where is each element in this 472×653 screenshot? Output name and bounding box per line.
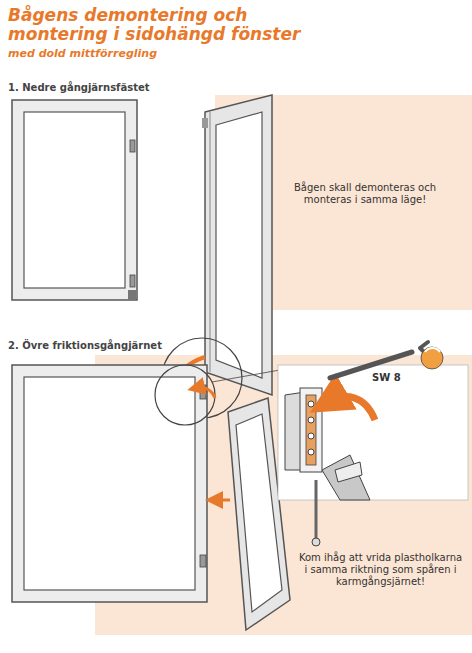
detail-leader (212, 370, 280, 382)
section-heading: 2. Övre friktionsgångjärnet (8, 340, 308, 351)
window-frame-2 (12, 365, 207, 602)
hinge-detail (278, 342, 468, 546)
note-text: Bågen skall demonteras och monteras i sa… (290, 182, 440, 206)
subtitle: med dold mittförregling (8, 47, 308, 60)
section-heading: 1. Nedre gångjärnsfästet (8, 82, 268, 93)
tool-size: SW 8 (372, 372, 432, 383)
window-sash-1 (202, 95, 272, 395)
arrow-side (214, 499, 230, 502)
window-frame-1 (12, 100, 137, 300)
arrow-top (196, 387, 215, 398)
detail-circle-2 (155, 365, 215, 425)
lower-hinge (128, 290, 136, 300)
rotation-icon (421, 347, 443, 369)
page-title: Bågens demontering och montering i sidoh… (8, 6, 338, 44)
note-text: Kom ihåg att vrida plastholkarna i samma… (298, 552, 463, 588)
